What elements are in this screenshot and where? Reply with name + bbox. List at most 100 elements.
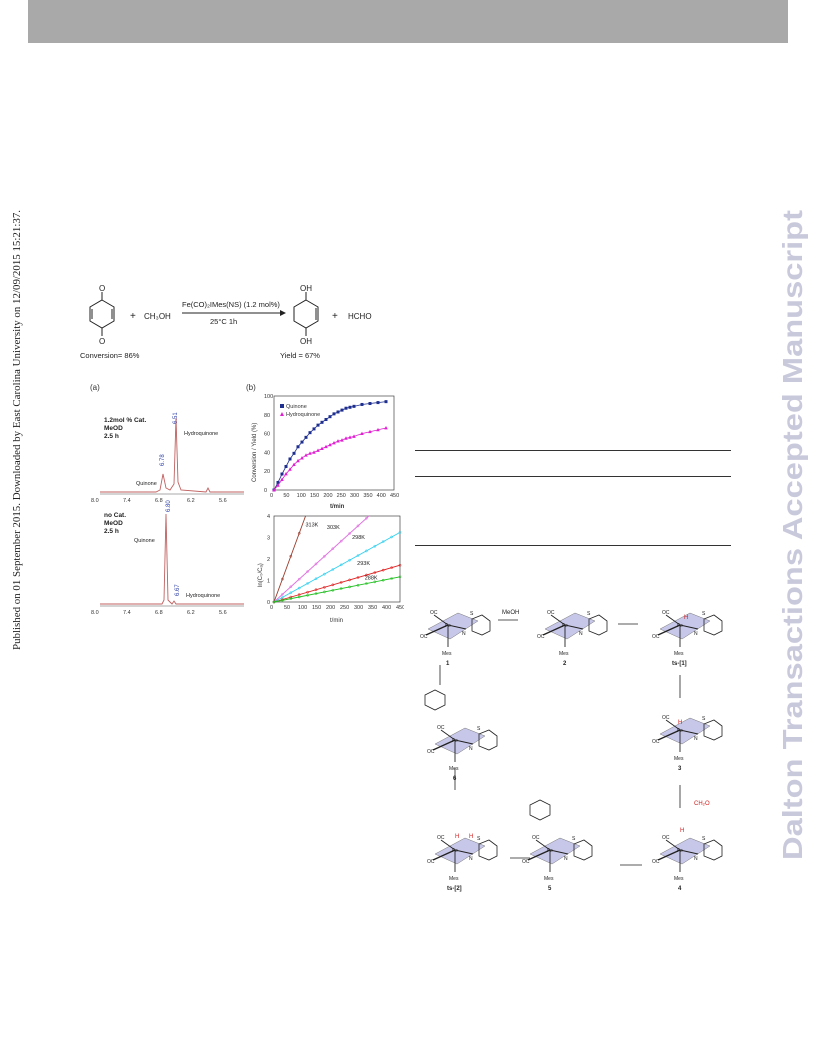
- svg-text:2.5 h: 2.5 h: [104, 528, 119, 535]
- data-point-hydroquinone: [328, 442, 332, 447]
- rate-point: [373, 571, 377, 574]
- data-point-hydroquinone: [288, 467, 292, 471]
- svg-text:Mes: Mes: [674, 756, 684, 762]
- rate-point: [365, 516, 368, 520]
- rate-point: [348, 578, 351, 582]
- svg-text:H: H: [678, 720, 682, 726]
- data-point-hydroquinone: [368, 429, 372, 434]
- kinetics-xtick: 100: [297, 493, 306, 499]
- legend-quinone-marker: [280, 404, 284, 408]
- rate-point: [314, 577, 318, 581]
- svg-text:7.4: 7.4: [123, 498, 131, 504]
- kinetics-xlabel: t/min: [330, 504, 345, 510]
- rate-xtick: 50: [284, 605, 290, 611]
- data-point-hydroquinone: [304, 453, 308, 457]
- data-point-quinone: [296, 445, 300, 449]
- rate-line-label: 288K: [365, 576, 378, 582]
- svg-text:5.6: 5.6: [219, 610, 227, 616]
- data-point-hydroquinone: [292, 462, 296, 467]
- svg-text:6.8: 6.8: [155, 610, 163, 616]
- data-point-hydroquinone: [272, 488, 276, 492]
- rate-point: [331, 547, 335, 551]
- complex-6: Mes 6: [424, 689, 498, 782]
- svg-text:Mes: Mes: [442, 651, 452, 657]
- data-point-quinone: [280, 472, 284, 476]
- data-point-quinone: [284, 465, 288, 468]
- rate-xtick: 100: [298, 605, 307, 611]
- data-point-quinone: [344, 406, 348, 410]
- svg-text:O: O: [99, 284, 105, 293]
- kinetics-xtick: 300: [350, 493, 359, 499]
- rate-xtick: 0: [270, 605, 273, 611]
- rate-point: [289, 597, 293, 600]
- svg-text:ts-[1]: ts-[1]: [672, 661, 687, 667]
- data-point-quinone: [352, 404, 356, 408]
- data-point-hydroquinone: [344, 436, 348, 440]
- rate-line-label: 303K: [327, 525, 340, 531]
- complex-1: Mes 1: [419, 609, 491, 667]
- svg-text:Mes: Mes: [544, 876, 554, 882]
- kinetics-ytick: 0: [264, 488, 267, 494]
- svg-text:Mes: Mes: [449, 876, 459, 882]
- data-point-hydroquinone: [324, 444, 328, 449]
- kinetics-xtick: 150: [310, 493, 319, 499]
- data-point-quinone: [308, 431, 312, 435]
- svg-text:Hydroquinone: Hydroquinone: [186, 593, 220, 599]
- complex-3: Mes 3 H: [651, 714, 723, 772]
- kinetics-ytick: 80: [264, 413, 270, 419]
- rate-line-288K: [273, 576, 401, 603]
- data-point-hydroquinone: [276, 483, 280, 487]
- data-point-quinone: [324, 418, 328, 421]
- yield-label: Yield = 67%: [280, 351, 320, 360]
- table-rule-top: [415, 450, 731, 451]
- rate-point: [289, 591, 293, 595]
- panel-a-label: (a): [90, 383, 100, 392]
- svg-text:6.80: 6.80: [166, 500, 172, 512]
- rate-point: [331, 568, 335, 571]
- kinetics-frame: [273, 395, 395, 491]
- conversion-label: Conversion= 86%: [80, 351, 140, 360]
- rate-point: [365, 573, 368, 577]
- kinetics-xtick: 400: [377, 493, 386, 499]
- rate-point: [356, 524, 360, 528]
- rate-point: [398, 530, 402, 534]
- hydroquinone-structure: [293, 292, 319, 336]
- rate-point: [373, 580, 377, 584]
- rate-xtick: 200: [326, 605, 335, 611]
- kinetics-chart: (b) Conversion / Yield (%) t/min 0204060…: [246, 383, 399, 510]
- rate-xtick: 350: [368, 605, 377, 611]
- rate-point: [339, 587, 343, 590]
- rate-ytick: 0: [267, 600, 270, 606]
- rate-xtick: 300: [354, 605, 363, 611]
- kinetics-ytick: 20: [264, 469, 270, 475]
- kinetics-xtick: 0: [270, 493, 273, 499]
- product-hcho: CH₂O: [694, 801, 710, 807]
- rate-xtick: 250: [340, 605, 349, 611]
- nmr-panel: (a) 1.2mol % Cat. MeOD 2.5 h 6.51 6.78 H…: [90, 383, 244, 616]
- svg-text:H: H: [469, 834, 473, 840]
- rate-point: [339, 563, 343, 567]
- rate-point: [365, 549, 368, 553]
- journal-watermark: Dalton Transactions Accepted Manuscript: [762, 200, 816, 860]
- svg-text:1.2mol % Cat.: 1.2mol % Cat.: [104, 417, 146, 424]
- rate-point: [297, 595, 301, 599]
- plus-sign: +: [130, 311, 136, 322]
- rate-point: [323, 590, 326, 594]
- rate-point: [281, 593, 284, 596]
- svg-text:1: 1: [446, 661, 450, 667]
- svg-text:6.2: 6.2: [187, 610, 195, 616]
- svg-text:6: 6: [453, 776, 457, 782]
- data-point-quinone: [300, 440, 304, 444]
- data-point-hydroquinone: [384, 425, 388, 430]
- rate-line-303K: [273, 515, 370, 603]
- data-point-hydroquinone: [284, 472, 288, 476]
- rate-point: [314, 562, 318, 566]
- data-point-quinone: [360, 402, 364, 406]
- table-rule-bottom: [415, 545, 731, 546]
- svg-text:Mes: Mes: [674, 651, 684, 657]
- transition-state-2: Mes ts-[2] H H: [426, 834, 498, 892]
- svg-text:6.2: 6.2: [187, 498, 195, 504]
- svg-text:7.4: 7.4: [123, 610, 131, 616]
- rate-point: [356, 554, 360, 557]
